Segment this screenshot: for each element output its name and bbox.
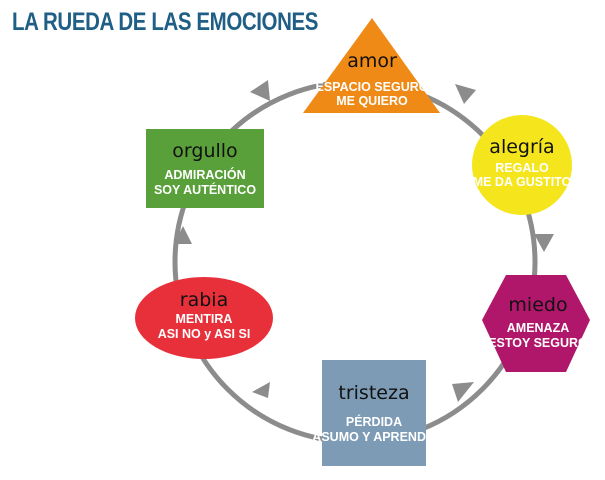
orgullo-line-2: SOY AUTÉNTICO xyxy=(154,182,256,197)
emotion-tristeza: tristeza PÉRDIDA ASUMO Y APRENDO xyxy=(312,360,436,466)
amor-line-2: ME QUIERO xyxy=(336,94,408,108)
arrow-head-5 xyxy=(252,382,270,398)
arrow-head-1 xyxy=(250,80,270,101)
miedo-name: miedo xyxy=(508,294,567,316)
alegria-line-2: ME DA GUSTITO xyxy=(473,175,572,189)
amor-shape xyxy=(303,18,440,113)
emotion-alegria: alegría REGALO ME DA GUSTITO xyxy=(472,115,572,215)
emotion-miedo: miedo AMENAZA ESTOY SEGURO xyxy=(482,275,590,372)
orgullo-line-1: ADMIRACIÓN xyxy=(164,167,245,182)
miedo-shape xyxy=(482,275,590,372)
orgullo-name: orgullo xyxy=(172,140,237,162)
alegria-line-1: REGALO xyxy=(495,161,549,175)
tristeza-shape xyxy=(322,360,426,466)
arrow-head-3 xyxy=(534,234,554,252)
alegria-name: alegría xyxy=(489,136,554,158)
miedo-line-2: ESTOY SEGURO xyxy=(488,336,588,350)
arrow-head-2 xyxy=(455,84,476,104)
arrow-head-6 xyxy=(174,226,192,244)
rabia-shape xyxy=(135,277,273,359)
amor-line-1: ESPACIO SEGURO xyxy=(316,80,429,94)
tristeza-line-2: ASUMO Y APRENDO xyxy=(312,430,436,444)
emotion-orgullo: orgullo ADMIRACIÓN SOY AUTÉNTICO xyxy=(146,129,264,208)
rabia-line-2: ASI NO y ASI SI xyxy=(158,327,251,341)
rabia-line-1: MENTIRA xyxy=(176,312,233,326)
tristeza-line-1: PÉRDIDA xyxy=(346,414,402,429)
emotion-amor: amor ESPACIO SEGURO ME QUIERO xyxy=(303,18,440,113)
ring-arrows xyxy=(174,80,554,402)
alegria-shape xyxy=(472,115,572,215)
arrow-head-4 xyxy=(452,382,474,402)
miedo-line-1: AMENAZA xyxy=(507,321,570,335)
orgullo-shape xyxy=(146,129,264,208)
page-title: LA RUEDA DE LAS EMOCIONES xyxy=(12,8,319,36)
rabia-name: rabia xyxy=(180,289,228,311)
emotion-rabia: rabia MENTIRA ASI NO y ASI SI xyxy=(135,277,273,359)
tristeza-name: tristeza xyxy=(338,382,409,404)
amor-name: amor xyxy=(347,50,397,72)
